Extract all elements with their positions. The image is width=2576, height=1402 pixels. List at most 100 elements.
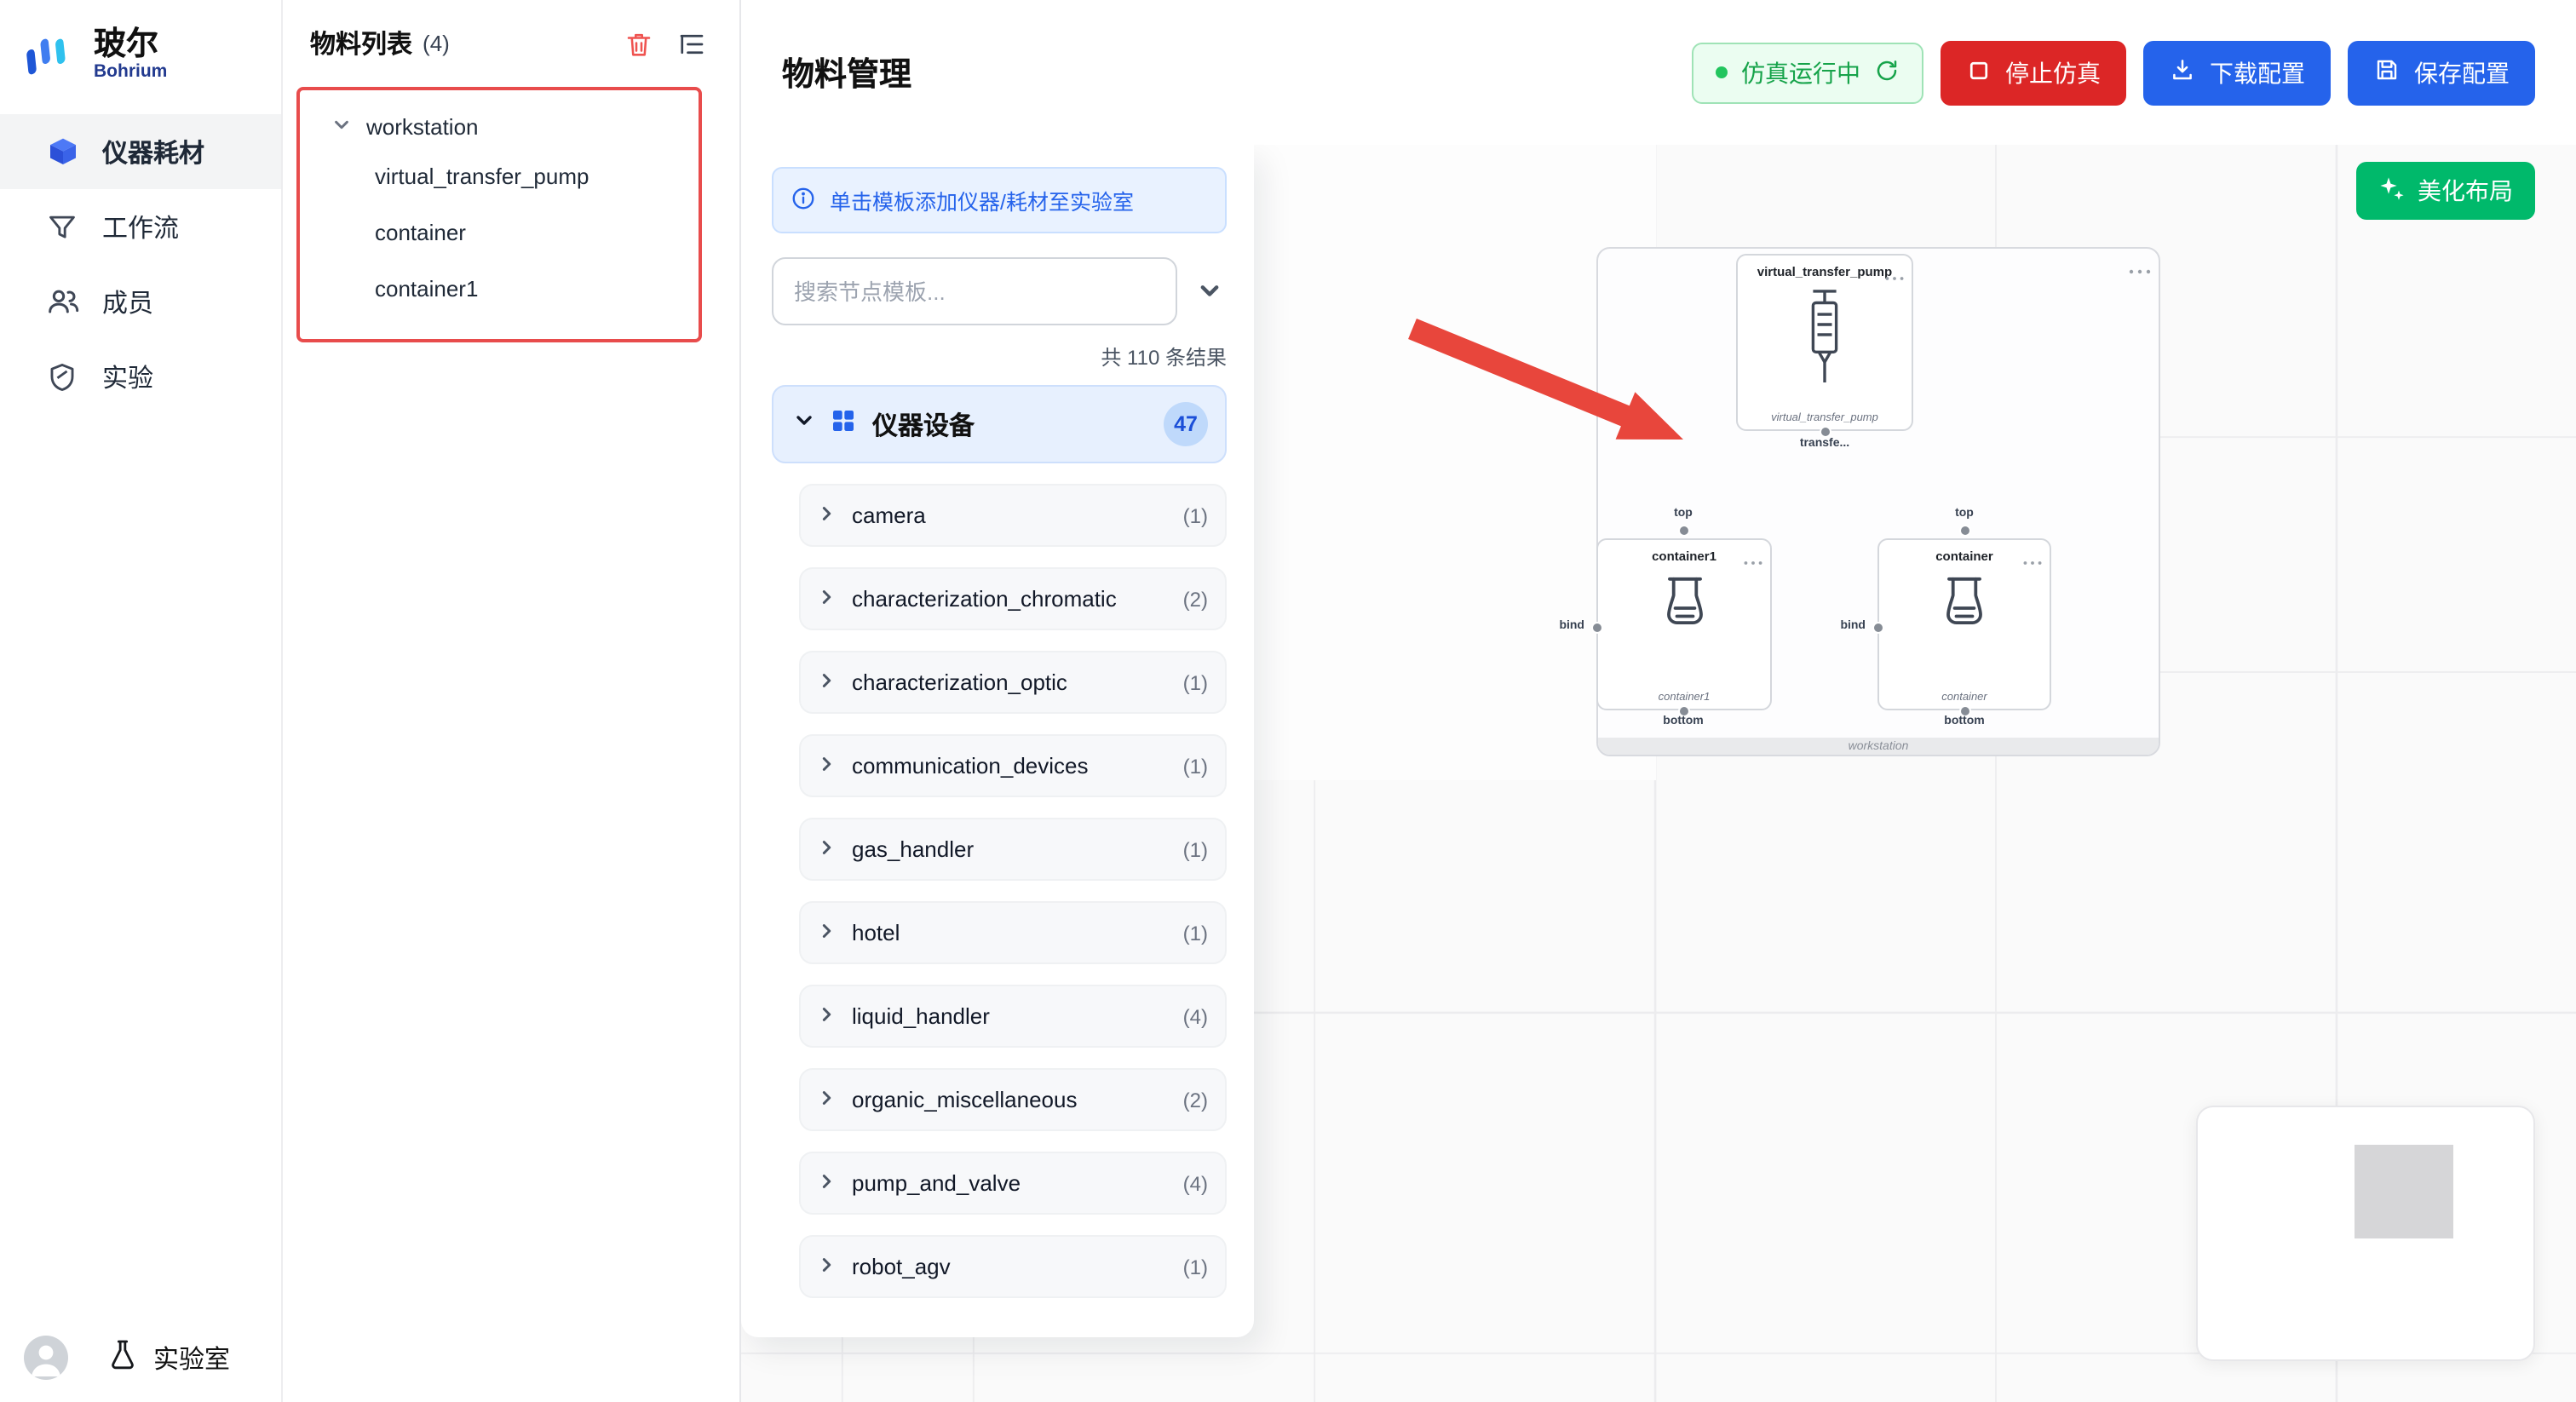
workstation-group-label: workstation bbox=[1848, 741, 1909, 753]
status-dot-icon bbox=[1716, 66, 1728, 78]
port-dot-transfer[interactable] bbox=[1820, 427, 1829, 435]
materials-title: 物料列表 bbox=[310, 31, 413, 60]
node-container[interactable]: container container bbox=[1877, 538, 2051, 710]
port-dot-bind[interactable] bbox=[1592, 623, 1601, 631]
template-item-characterization-optic[interactable]: characterization_optic (1) bbox=[799, 651, 1227, 714]
simulation-status-pill[interactable]: 仿真运行中 bbox=[1692, 42, 1923, 103]
template-item-count: (1) bbox=[1182, 837, 1208, 861]
flow-canvas[interactable]: 单击模板添加仪器/耗材至实验室 共 110 条结果 bbox=[741, 145, 2576, 1402]
template-item-count: (1) bbox=[1182, 1255, 1208, 1278]
tree-node-workstation[interactable]: workstation bbox=[300, 106, 699, 148]
chevron-right-icon bbox=[818, 503, 837, 528]
sidebar: 玻尔 Bohrium 仪器耗材 bbox=[0, 0, 283, 1402]
node-title: container bbox=[1935, 549, 1993, 564]
chevron-right-icon bbox=[818, 836, 837, 862]
template-item-label: pump_and_valve bbox=[852, 1170, 1021, 1196]
brand: 玻尔 Bohrium bbox=[0, 0, 281, 114]
template-item-label: gas_handler bbox=[852, 836, 975, 862]
more-options-icon[interactable] bbox=[2022, 545, 2043, 576]
category-count-badge: 47 bbox=[1164, 402, 1208, 446]
template-item-communication-devices[interactable]: communication_devices (1) bbox=[799, 734, 1227, 797]
sidebar-item-experiments[interactable]: 实验 bbox=[0, 339, 281, 414]
chevron-right-icon bbox=[818, 1170, 837, 1196]
download-button-label: 下载配置 bbox=[2210, 59, 2305, 86]
template-item-label: hotel bbox=[852, 920, 900, 945]
template-item-pump-and-valve[interactable]: pump_and_valve (4) bbox=[799, 1152, 1227, 1215]
brand-name: 玻尔 bbox=[94, 26, 159, 63]
port-dot-top[interactable] bbox=[1679, 526, 1688, 534]
flask-icon bbox=[106, 1337, 140, 1378]
canvas-white-region bbox=[1254, 145, 1656, 780]
brand-subname: Bohrium bbox=[94, 61, 168, 83]
port-dot-top[interactable] bbox=[1960, 526, 1969, 534]
status-label: 仿真运行中 bbox=[1741, 59, 1860, 86]
port-dot-bottom[interactable] bbox=[1679, 706, 1688, 715]
avatar[interactable] bbox=[24, 1336, 68, 1380]
template-item-label: camera bbox=[852, 503, 926, 528]
sidebar-item-label: 实验 bbox=[102, 364, 154, 393]
port-label-bind: bind bbox=[1840, 620, 1866, 632]
minimap[interactable] bbox=[2196, 1106, 2535, 1361]
tree-node-container1[interactable]: container1 bbox=[375, 276, 479, 302]
sparkle-icon bbox=[2378, 175, 2406, 207]
chevron-down-icon bbox=[794, 409, 814, 440]
save-config-button[interactable]: 保存配置 bbox=[2348, 40, 2535, 105]
sidebar-item-members[interactable]: 成员 bbox=[0, 264, 281, 339]
template-item-count: (1) bbox=[1182, 670, 1208, 694]
template-item-label: organic_miscellaneous bbox=[852, 1087, 1078, 1112]
search-input[interactable] bbox=[772, 257, 1177, 325]
materials-header: 物料列表 (4) bbox=[283, 0, 739, 78]
tree-node-label: workstation bbox=[366, 114, 479, 140]
main: 物料管理 仿真运行中 停止仿真 bbox=[741, 0, 2576, 1402]
chevron-right-icon bbox=[818, 1087, 837, 1112]
beaker-icon bbox=[1652, 571, 1716, 654]
template-item-count: (2) bbox=[1182, 1088, 1208, 1112]
minimap-viewport[interactable] bbox=[2355, 1145, 2453, 1238]
template-item-count: (1) bbox=[1182, 503, 1208, 527]
sidebar-item-instruments[interactable]: 仪器耗材 bbox=[0, 114, 281, 189]
template-item-list: camera (1) characterization_chromatic (2… bbox=[799, 484, 1227, 1298]
search-result-total: 共 110 条结果 bbox=[1101, 346, 1227, 370]
sidebar-item-label: 仪器耗材 bbox=[102, 139, 205, 168]
port-label-bind: bind bbox=[1559, 620, 1584, 632]
beautify-layout-button[interactable]: 美化布局 bbox=[2356, 162, 2535, 220]
people-icon bbox=[44, 284, 80, 319]
category-instrument-devices[interactable]: 仪器设备 47 bbox=[772, 385, 1227, 463]
port-dot-bottom[interactable] bbox=[1960, 706, 1969, 715]
node-title: container1 bbox=[1652, 549, 1716, 564]
template-item-gas-handler[interactable]: gas_handler (1) bbox=[799, 818, 1227, 881]
outline-tree-icon[interactable] bbox=[675, 26, 709, 60]
tree-node-container[interactable]: container bbox=[375, 220, 466, 245]
chevron-down-icon bbox=[332, 114, 351, 140]
sidebar-item-label: 成员 bbox=[102, 289, 154, 318]
template-item-liquid-handler[interactable]: liquid_handler (4) bbox=[799, 985, 1227, 1048]
more-options-icon[interactable] bbox=[1743, 545, 1763, 576]
bohrium-logo-icon bbox=[24, 24, 78, 87]
download-config-button[interactable]: 下载配置 bbox=[2143, 40, 2331, 105]
trash-icon[interactable] bbox=[622, 26, 656, 60]
shield-icon bbox=[44, 359, 80, 394]
template-item-hotel[interactable]: hotel (1) bbox=[799, 901, 1227, 964]
template-item-organic-miscellaneous[interactable]: organic_miscellaneous (2) bbox=[799, 1068, 1227, 1131]
template-item-count: (4) bbox=[1182, 1171, 1208, 1195]
collapse-chevron-icon[interactable] bbox=[1193, 274, 1227, 308]
more-options-icon[interactable] bbox=[1884, 261, 1905, 291]
lab-entry[interactable]: 实验室 bbox=[106, 1337, 230, 1378]
sidebar-item-workflow[interactable]: 工作流 bbox=[0, 189, 281, 264]
template-item-robot-agv[interactable]: robot_agv (1) bbox=[799, 1235, 1227, 1298]
port-label-bottom: bottom bbox=[1944, 715, 1985, 727]
tree-node-pump[interactable]: virtual_transfer_pump bbox=[375, 164, 589, 189]
stop-simulation-button[interactable]: 停止仿真 bbox=[1941, 40, 2126, 105]
node-container1[interactable]: container1 container1 bbox=[1596, 538, 1772, 710]
port-label-transfer: transfe... bbox=[1799, 438, 1850, 450]
port-dot-bind[interactable] bbox=[1873, 623, 1882, 631]
chevron-right-icon bbox=[818, 669, 837, 695]
template-item-count: (1) bbox=[1182, 921, 1208, 945]
main-header: 物料管理 仿真运行中 停止仿真 bbox=[741, 0, 2576, 145]
template-hint-text: 单击模板添加仪器/耗材至实验室 bbox=[830, 191, 1134, 215]
more-options-icon[interactable] bbox=[2128, 254, 2152, 284]
template-item-characterization-chromatic[interactable]: characterization_chromatic (2) bbox=[799, 567, 1227, 630]
template-item-camera[interactable]: camera (1) bbox=[799, 484, 1227, 547]
node-virtual-transfer-pump[interactable]: virtual_transfer_pump virtual_transfer_p… bbox=[1736, 254, 1913, 431]
